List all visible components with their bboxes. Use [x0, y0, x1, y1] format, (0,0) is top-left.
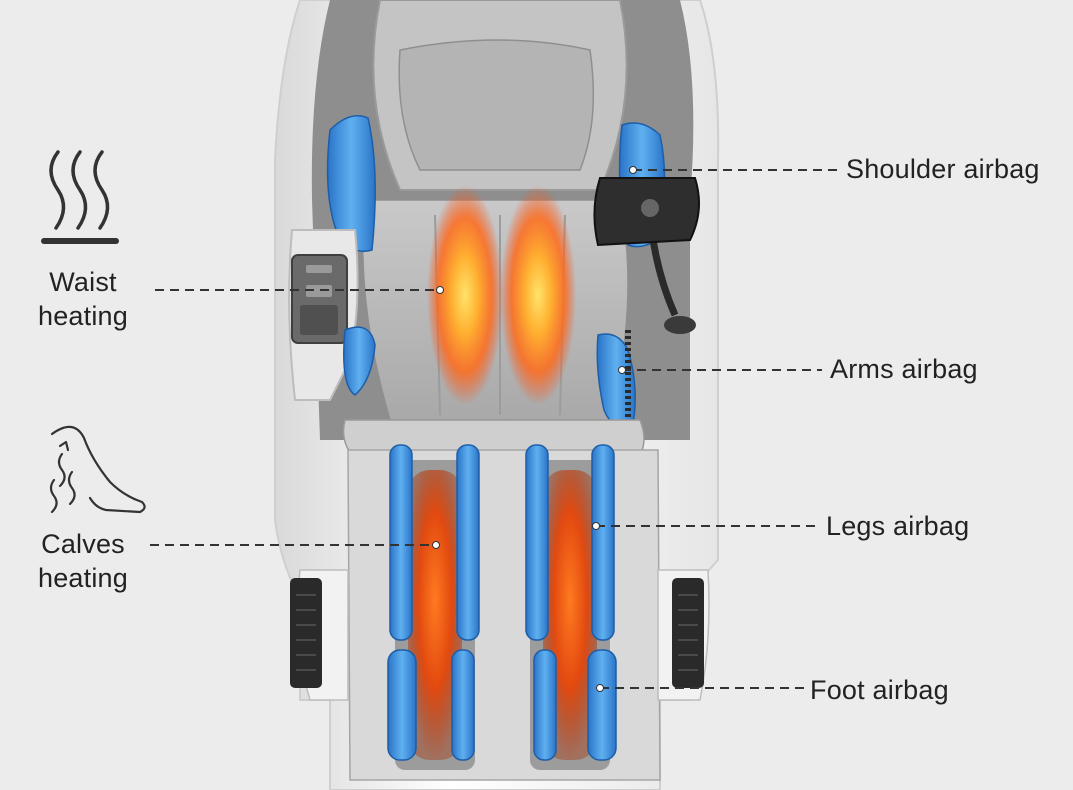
leader-lines: [150, 169, 838, 689]
foot-airbag-1: [387, 649, 417, 761]
dot-arms: [618, 366, 626, 374]
foot-airbag-2: [451, 649, 475, 761]
arms-airbag-label: Arms airbag: [830, 354, 978, 384]
arm-airbag-left: [343, 326, 376, 396]
waist-heat-left: [427, 185, 503, 405]
speaker-right: [672, 578, 704, 688]
waist-heating-label: Waist heating: [28, 265, 138, 333]
dot-waist: [436, 286, 444, 294]
shoulder-airbag-label: Shoulder airbag: [846, 154, 1040, 184]
leg-airbag-4: [591, 444, 615, 641]
calves-heating-line1: Calves: [41, 529, 125, 559]
foot-airbag-label: Foot airbag: [810, 675, 949, 705]
calves-heating-label: Calves heating: [28, 527, 138, 595]
speaker-left: [290, 578, 322, 688]
foot-airbag-4: [587, 649, 617, 761]
calf-heat-left: [408, 470, 462, 760]
dot-foot: [596, 684, 604, 692]
waist-heat-right: [500, 185, 576, 405]
foot-airbag-3: [533, 649, 557, 761]
leg-airbag-2: [456, 444, 480, 641]
shoulder-airbag-left: [326, 115, 376, 252]
calves-heating-line2: heating: [38, 563, 128, 593]
dot-shoulder: [629, 166, 637, 174]
waist-heating-line1: Waist: [49, 267, 117, 297]
dot-calves: [432, 541, 440, 549]
legs-airbag-label: Legs airbag: [826, 511, 970, 541]
waist-heating-line2: heating: [38, 301, 128, 331]
leg-airbag-3: [525, 444, 549, 641]
calf-heat-icon: [49, 425, 146, 514]
heat-waves-icon: [41, 150, 119, 244]
dot-legs: [592, 522, 600, 530]
leg-airbag-1: [389, 444, 413, 641]
